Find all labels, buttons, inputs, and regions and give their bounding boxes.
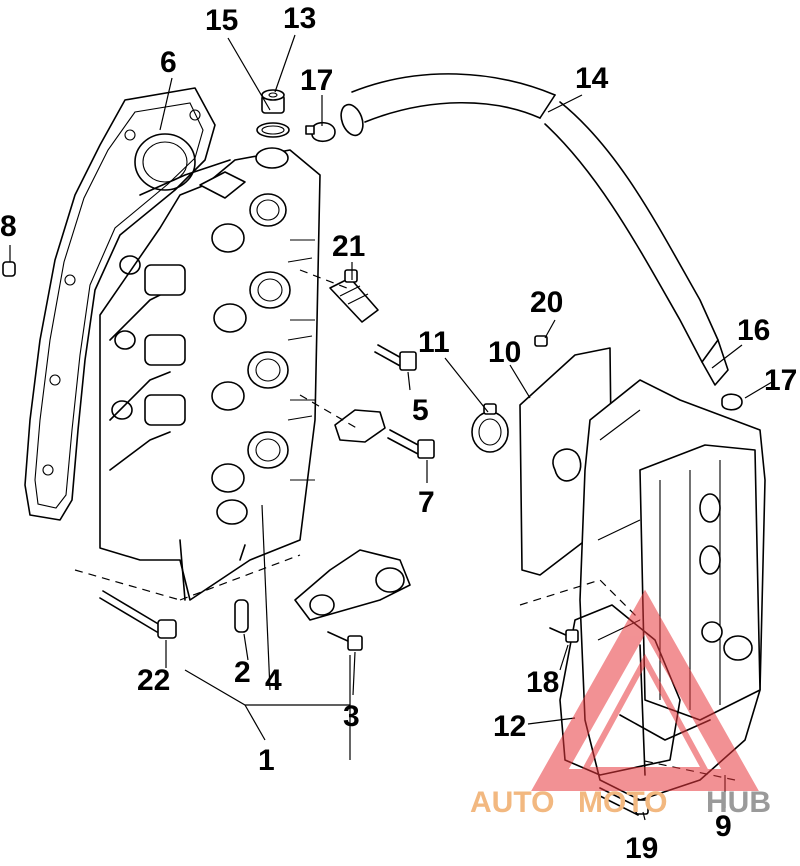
bolt-18-part bbox=[549, 627, 579, 643]
callout-22: 22 bbox=[137, 664, 170, 697]
bolt-3-part bbox=[327, 631, 363, 651]
callout-7: 7 bbox=[418, 486, 435, 519]
callout-5: 5 bbox=[412, 394, 429, 427]
callout-4: 4 bbox=[265, 664, 282, 697]
callout-9: 9 bbox=[715, 810, 732, 843]
hose-clamp-lower bbox=[721, 393, 743, 411]
watermark-hub-text: HUB bbox=[706, 786, 771, 819]
callout-18: 18 bbox=[526, 666, 559, 699]
callout-17-upper: 17 bbox=[300, 64, 333, 97]
callout-17-lower: 17 bbox=[764, 364, 797, 397]
callout-11: 11 bbox=[418, 326, 450, 359]
block-side-ports bbox=[111, 255, 186, 426]
bolt-7-part bbox=[387, 429, 435, 459]
callout-8: 8 bbox=[0, 210, 17, 243]
cylinder-block-part bbox=[99, 147, 321, 601]
watermark-auto-text: AUTO bbox=[470, 786, 554, 819]
callout-19: 19 bbox=[625, 832, 658, 865]
hose-part bbox=[340, 73, 729, 386]
callout-21: 21 bbox=[332, 230, 365, 263]
screw-20-part bbox=[534, 335, 548, 347]
watermark-triangle-inner bbox=[579, 653, 711, 773]
head-cover-part bbox=[579, 379, 766, 801]
block-cam-saddles bbox=[211, 193, 315, 525]
grommet-part bbox=[471, 403, 509, 453]
callout-3: 3 bbox=[343, 700, 360, 733]
bolt-5-part bbox=[374, 344, 417, 371]
callout-20: 20 bbox=[530, 286, 563, 319]
callout-16: 16 bbox=[737, 314, 770, 347]
bearing-cap-lower bbox=[294, 549, 411, 621]
dowel-pin-part bbox=[2, 261, 16, 277]
callout-10: 10 bbox=[488, 336, 521, 369]
callout-13: 13 bbox=[283, 2, 316, 35]
pin-part bbox=[234, 599, 249, 633]
spark-plug-part bbox=[329, 269, 379, 323]
callout-1: 1 bbox=[258, 744, 275, 777]
callout-15: 15 bbox=[205, 4, 238, 37]
cap-and-oring-parts bbox=[256, 89, 290, 138]
hose-clamp-upper bbox=[305, 121, 336, 143]
callout-14: 14 bbox=[575, 62, 609, 95]
head-gasket-part bbox=[24, 87, 216, 521]
watermark-moto-text: MOTO bbox=[578, 786, 667, 819]
watermark-logo bbox=[531, 589, 759, 791]
bolt-22-part bbox=[99, 590, 177, 639]
bolt-19-part bbox=[597, 787, 649, 816]
bearing-cap-upper bbox=[334, 409, 386, 443]
callout-12: 12 bbox=[493, 710, 526, 743]
callout-6: 6 bbox=[160, 46, 177, 79]
watermark-triangle bbox=[531, 589, 759, 791]
callout-2: 2 bbox=[234, 656, 251, 689]
